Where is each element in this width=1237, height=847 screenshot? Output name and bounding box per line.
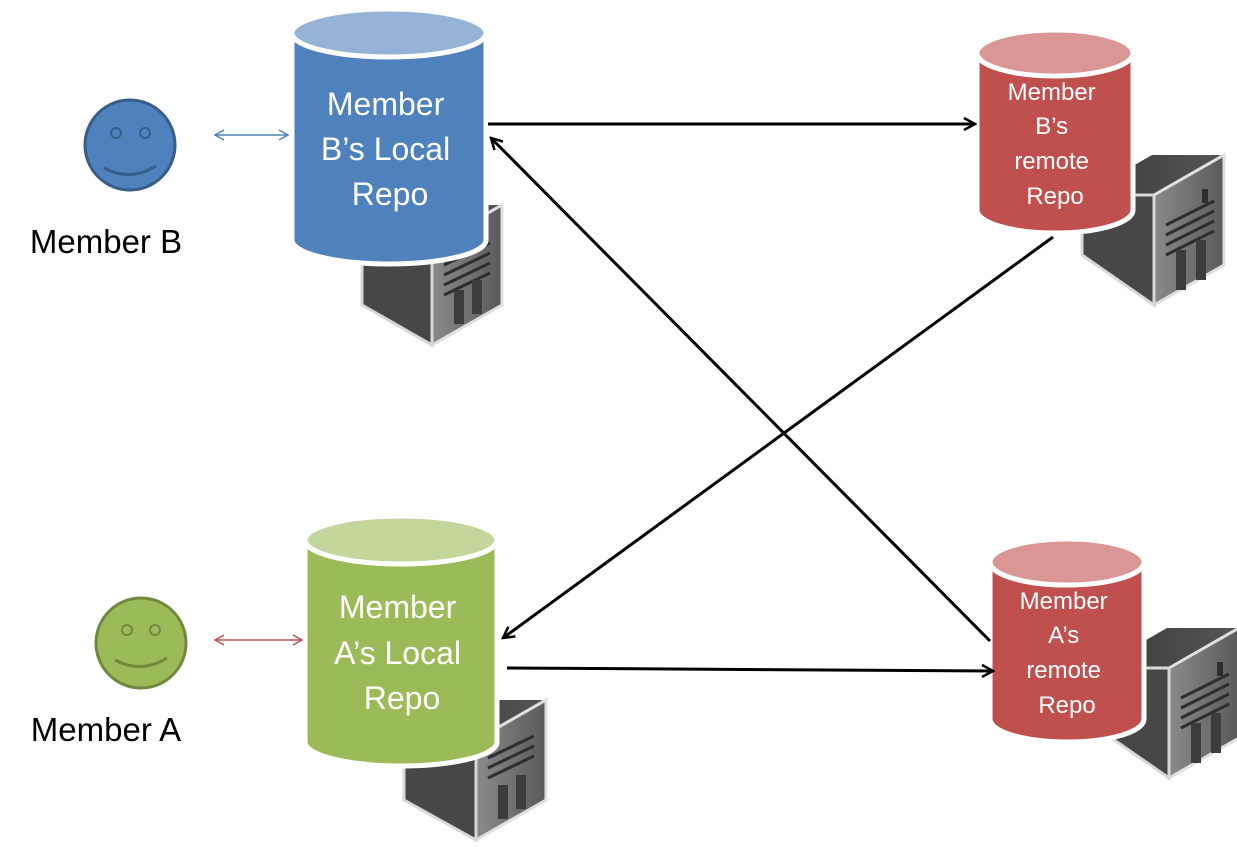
repo-b-remote-label: Member B’s remote Repo <box>1008 79 1103 210</box>
repo-b-local-cylinder <box>289 6 489 267</box>
repo-a-local-cylinder <box>302 513 500 769</box>
repo-a-remote-cylinder <box>987 536 1147 745</box>
arrow-b-remote-to-a-local <box>503 235 1054 638</box>
member-a-label: Member A <box>31 711 181 748</box>
member-b-smiley-icon <box>83 98 177 192</box>
member-b-label: Member B <box>30 223 182 260</box>
arrow-a-local-to-a-remote <box>506 668 993 671</box>
arrow-a-remote-to-b-local <box>491 138 992 643</box>
repo-a-local-label: Member A’s Local Repo <box>334 589 470 716</box>
repo-a-remote-label: Member A’s remote Repo <box>1020 588 1115 719</box>
repo-b-local-label: Member B’s Local Repo <box>321 86 459 212</box>
repo-b-remote-cylinder <box>974 27 1136 236</box>
member-a-smiley-icon <box>94 596 188 690</box>
